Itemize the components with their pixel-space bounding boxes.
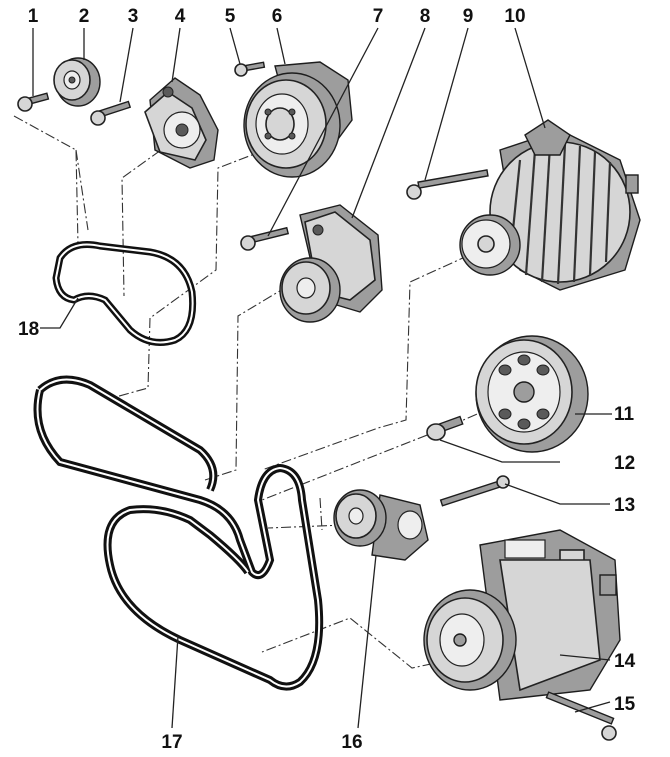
water-pump-6 [243,61,353,178]
bolt-5 [234,61,266,77]
label-14: 14 [614,651,636,672]
belt-17 [33,375,324,691]
belt-18 [52,241,197,346]
bolt-9 [406,169,489,200]
label-13: 13 [614,495,635,516]
axis-tensioner-8 [204,267,319,481]
axis-pulley-2 [75,149,89,231]
label-11: 11 [614,404,635,425]
tensioner-bracket-4 [144,77,219,169]
belt-tensioner-16 [333,489,429,561]
bolt-15 [545,691,617,741]
label-6: 6 [272,6,283,27]
axis-pump-6 [111,149,266,399]
label-10: 10 [504,6,525,27]
axis-tensioner-4 [121,139,176,297]
label-5: 5 [225,6,236,27]
label-12: 12 [614,453,635,474]
label-7: 7 [373,6,384,27]
tensioner-assembly-8 [279,204,383,323]
bolt-13 [439,475,510,507]
ac-compressor-14 [423,529,621,701]
axis-bolt-1-to-belt-18 [13,115,79,246]
label-18: 18 [18,319,39,340]
bolt-1 [17,92,50,112]
label-9: 9 [463,6,474,27]
idler-pulley-2 [53,57,101,107]
leader-lines [32,27,612,729]
alternator-10 [459,119,641,291]
label-4: 4 [175,6,186,27]
bolt-12 [426,415,464,441]
bolt-7 [240,226,290,251]
label-3: 3 [128,6,139,27]
axis-alternator-10 [261,247,486,471]
label-1: 1 [28,6,39,27]
assembly-axis-lines [13,115,511,669]
axis-bolt-13 [319,497,323,531]
label-16: 16 [341,732,362,753]
bolt-3 [90,100,132,126]
label-2: 2 [79,6,90,27]
label-17: 17 [161,732,182,753]
axis-compressor-14 [261,617,451,669]
label-15: 15 [614,694,636,715]
crankshaft-pulley-11 [475,335,589,453]
callout-labels: 1 2 3 4 5 6 7 8 9 10 11 12 13 14 15 16 1… [18,6,636,753]
label-8: 8 [420,6,431,27]
